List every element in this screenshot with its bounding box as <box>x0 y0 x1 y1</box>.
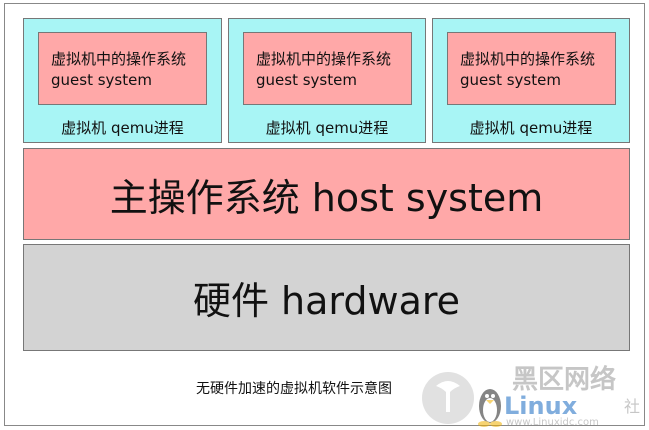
outer-frame <box>4 3 645 426</box>
guest-system-subtitle-2: guest system <box>256 71 357 89</box>
penguin-icon <box>478 389 502 427</box>
guest-system-subtitle-1: guest system <box>51 71 152 89</box>
watermark-suffix: 社 <box>624 397 640 416</box>
guest-system-box-2: 虚拟机中的操作系统 guest system <box>243 32 412 105</box>
guest-system-box-3: 虚拟机中的操作系统 guest system <box>447 32 616 105</box>
watermark-brand: Linux <box>504 392 578 420</box>
vm-label-3: 虚拟机 qemu进程 <box>469 119 593 137</box>
hardware-box: 硬件 hardware <box>23 244 630 351</box>
watermark-mushroom-icon <box>436 381 460 412</box>
vm-label-1: 虚拟机 qemu进程 <box>61 119 184 137</box>
host-system-label: 主操作系统 host system <box>109 175 544 220</box>
watermark-title: 黑区网络 <box>512 364 616 395</box>
vm-box-1: 虚拟机中的操作系统 guest system 虚拟机 qemu进程 <box>23 18 222 143</box>
guest-system-subtitle-3: guest system <box>460 71 561 89</box>
vm-box-3: 虚拟机中的操作系统 guest system 虚拟机 qemu进程 <box>432 18 630 143</box>
watermark-url: www.Linuxidc.com <box>506 417 599 428</box>
guest-system-title-3: 虚拟机中的操作系统 <box>460 50 596 68</box>
guest-system-box-1: 虚拟机中的操作系统 guest system <box>38 32 207 105</box>
vm-box-2: 虚拟机中的操作系统 guest system 虚拟机 qemu进程 <box>228 18 426 143</box>
hardware-label: 硬件 hardware <box>192 279 461 323</box>
watermark-logo: 黑区网络 Linux 社 www.Linuxidc.com <box>422 364 640 428</box>
guest-system-title-2: 虚拟机中的操作系统 <box>256 50 392 68</box>
vm-label-2: 虚拟机 qemu进程 <box>265 119 389 137</box>
diagram-caption: 无硬件加速的虚拟机软件示意图 <box>196 381 392 397</box>
host-system-box: 主操作系统 host system <box>23 148 630 240</box>
guest-system-title-1: 虚拟机中的操作系统 <box>51 50 187 68</box>
